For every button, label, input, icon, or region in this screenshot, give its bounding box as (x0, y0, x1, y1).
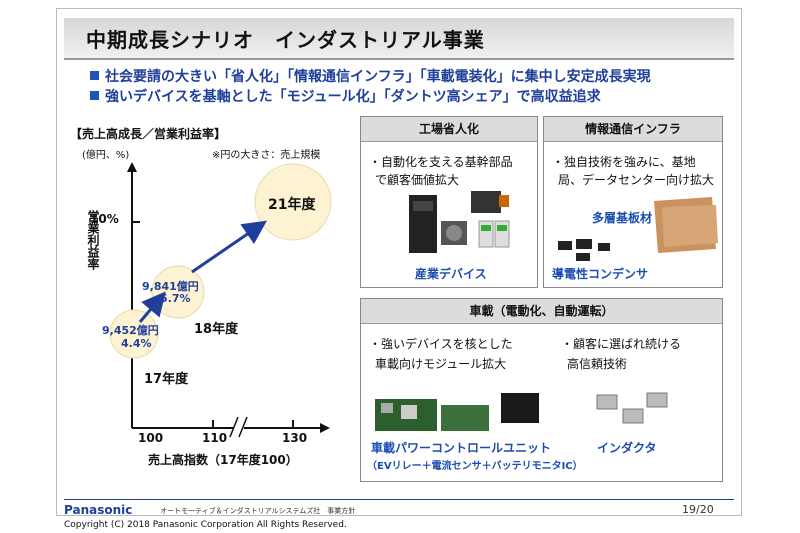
panel-info-head: 情報通信インフラ (544, 117, 722, 142)
panel-auto-text4: 高信頼技術 (567, 357, 628, 371)
y-axis-label: 営業利益率 (86, 210, 102, 270)
panel-auto-text2: 車載向けモジュール拡大 (375, 357, 507, 371)
copyright: Copyright (C) 2018 Panasonic Corporation… (64, 520, 347, 530)
bullet-2: 強いデバイスを基軸とした「モジュール化」「ダントツ高シェア」で高収益追求 (90, 86, 601, 106)
chart-unit: (億円、%) (82, 150, 130, 161)
bubble-21 (254, 163, 332, 241)
x-axis-arrow-icon (320, 423, 330, 433)
point-17-label: 17年度 (144, 372, 189, 387)
panel-factory-caption: 産業デバイス (415, 267, 487, 281)
bullet-1: 社会要請の大きい「省人化」「情報通信インフラ」「車載電装化」に集中し安定成長実現 (90, 66, 651, 86)
panel-factory-text2: で顧客価値拡大 (375, 173, 460, 187)
panel-factory-text1: ・自動化を支える基幹部品 (369, 155, 513, 169)
x-tick-130: 130 (282, 431, 308, 445)
chart-note: ※円の大きさ：売上規模 (212, 150, 321, 161)
panel-auto-text3: ・顧客に選ばれ続ける (561, 337, 682, 351)
battery-monitor-ic-icon (501, 393, 539, 423)
growth-arrow-2 (191, 220, 267, 274)
panel-auto-caption2: インダクタ (597, 441, 657, 455)
point-18-rate: 5.7% (160, 292, 191, 305)
panel-info: 情報通信インフラ ・独自技術を強みに、基地 局、データセンター向け拡大 多層基板… (543, 116, 723, 288)
chart-heading: 【売上高成長／営業利益率】 (70, 127, 227, 141)
x-tick-100: 100 (138, 431, 164, 445)
panel-factory: 工場省人化 ・自動化を支える基幹部品 で顧客価値拡大 産業デバイス (360, 116, 538, 288)
axis-break-gap (234, 419, 244, 437)
capacitor-icon (558, 241, 572, 250)
panel-auto-caption1-sub: （EVリレー＋電流センサ＋バッテリモニタIC） (367, 461, 583, 472)
point-18-value: 9,841億円 (142, 280, 199, 293)
y-axis-arrow-icon (127, 162, 137, 172)
panel-info-label-top: 多層基板材 (592, 211, 653, 225)
industrial-devices-image (409, 191, 510, 253)
panel-auto-caption1: 車載パワーコントロールユニット (371, 441, 552, 455)
bubble-17 (109, 309, 159, 359)
footer-org: オートモーティブ＆インダストリアルシステムズ社 事業方針 (160, 507, 356, 515)
point-17-value: 9,452億円 (102, 324, 159, 337)
title-bar: 中期成長シナリオ インダストリアル事業 (64, 18, 734, 60)
automotive-image (375, 392, 668, 431)
x-axis-label: 売上高指数（17年度100） (148, 453, 298, 467)
sensor-icon (471, 191, 501, 213)
panel-info-text2: 局、データセンター向け拡大 (558, 173, 715, 187)
point-17-rate: 4.4% (121, 337, 152, 350)
info-infra-image (558, 197, 718, 261)
panel-factory-head: 工場省人化 (361, 117, 537, 142)
point-18-label: 18年度 (194, 322, 239, 337)
y-tick-label: 10% (90, 212, 119, 226)
inductor-icon (596, 394, 618, 410)
x-tick-110: 110 (202, 431, 228, 445)
panel-info-caption: 導電性コンデンサ (552, 267, 649, 281)
brand-logo: Panasonic (64, 503, 133, 517)
panel-auto: 車載（電動化、自動運転） ・強いデバイスを核とした 車載向けモジュール拡大 ・顧… (360, 298, 723, 482)
sensor-board-icon (441, 405, 489, 431)
panel-auto-head: 車載（電動化、自動運転） (361, 299, 722, 324)
bullet-1-text: 社会要請の大きい「省人化」「情報通信インフラ」「車載電装化」に集中し安定成長実現 (105, 69, 651, 85)
page-title: 中期成長シナリオ インダストリアル事業 (86, 28, 485, 52)
square-bullet-icon (90, 91, 99, 100)
axis-break-mark (238, 416, 248, 438)
panel-auto-text1: ・強いデバイスを核とした (369, 337, 513, 351)
relay-icon (478, 220, 494, 248)
point-21-label: 21年度 (268, 197, 316, 213)
axis-break-mark (229, 416, 239, 438)
page-number: 19/20 (682, 503, 714, 516)
growth-arrow-1 (138, 291, 166, 323)
y-axis-label-text: 営業利益率 (86, 210, 100, 270)
panel-info-text1: ・独自技術を強みに、基地 (552, 155, 696, 169)
square-bullet-icon (90, 71, 99, 80)
bullet-2-text: 強いデバイスを基軸とした「モジュール化」「ダントツ高シェア」で高収益追求 (105, 89, 601, 105)
footer-divider (64, 499, 734, 500)
